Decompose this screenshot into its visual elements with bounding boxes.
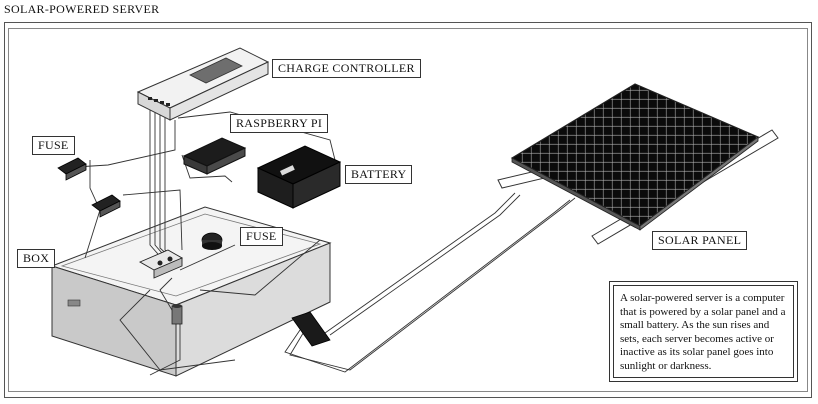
charge-controller: [136, 47, 270, 121]
description-text: A solar-powered server is a computer tha…: [613, 285, 794, 378]
outer-frame: [4, 22, 812, 398]
label-fuse-box: FUSE: [240, 227, 283, 246]
fuse-box: [201, 232, 223, 250]
power-port: [171, 304, 183, 325]
fuse-middle: [91, 194, 121, 218]
label-charge-controller: CHARGE CONTROLLER: [272, 59, 421, 78]
label-solar-panel: SOLAR PANEL: [652, 231, 748, 250]
fuse-top: [57, 157, 87, 181]
label-battery: BATTERY: [345, 165, 413, 184]
label-box: BOX: [17, 249, 56, 268]
label-raspberry-pi: RASPBERRY PI: [230, 114, 329, 133]
solar-panel: [497, 83, 779, 245]
label-fuse-top: FUSE: [32, 136, 75, 155]
page-title: SOLAR-POWERED SERVER: [4, 2, 160, 16]
terminal-block: [138, 249, 184, 279]
battery: [256, 145, 342, 209]
inner-frame: [8, 28, 808, 392]
box: [50, 206, 332, 377]
description-box: A solar-powered server is a computer tha…: [609, 281, 798, 382]
cable-plug: [291, 311, 331, 347]
raspberry-pi: [182, 137, 247, 175]
